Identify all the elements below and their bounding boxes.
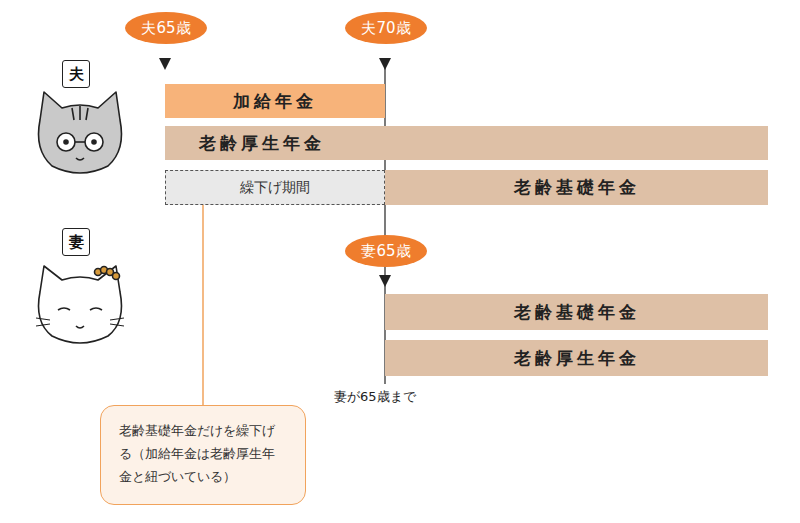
pointer-triangle	[379, 275, 391, 287]
node-text: 妻65歳	[361, 242, 410, 261]
pointer-triangle	[379, 58, 391, 70]
node-text: 老齢厚生年金	[514, 347, 640, 370]
node-text: 老齢基礎年金	[514, 301, 640, 324]
person-label: 夫	[62, 60, 90, 88]
pension-bar: 老齢基礎年金	[385, 294, 768, 330]
node-text: 加給年金	[233, 90, 317, 113]
age-marker: 妻65歳	[345, 235, 427, 267]
callout-note: 老齢基礎年金だけを繰下げる（加給年金は老齢厚生年金と紐づいている）	[100, 405, 306, 505]
node-text: 繰下げ期間	[240, 179, 310, 197]
husband-cat	[39, 92, 122, 173]
wife-cat	[36, 266, 124, 343]
person-label: 妻	[62, 228, 90, 256]
pointer-triangle	[159, 58, 171, 70]
deferral-period: 繰下げ期間	[165, 170, 385, 205]
node-text: 夫	[69, 65, 84, 84]
node-text: 老齢基礎年金	[514, 176, 640, 199]
node-text: 夫65歳	[141, 19, 190, 38]
pension-bar: 加給年金	[165, 84, 385, 118]
age-marker: 夫70歳	[345, 12, 427, 44]
pension-bar: 老齢基礎年金	[385, 170, 768, 205]
node-text: 妻	[69, 233, 84, 252]
leader-line	[203, 205, 204, 405]
age-marker: 夫65歳	[125, 12, 207, 44]
node-text: 老齢厚生年金	[199, 132, 325, 155]
note-label: 妻が65歳まで	[334, 388, 416, 406]
pension-bar: 老齢厚生年金	[385, 340, 768, 376]
pension-bar: 老齢厚生年金	[165, 126, 768, 160]
node-text: 夫70歳	[361, 19, 410, 38]
node-text: 老齢基礎年金だけを繰下げる（加給年金は老齢厚生年金と紐づいている）	[119, 420, 287, 488]
